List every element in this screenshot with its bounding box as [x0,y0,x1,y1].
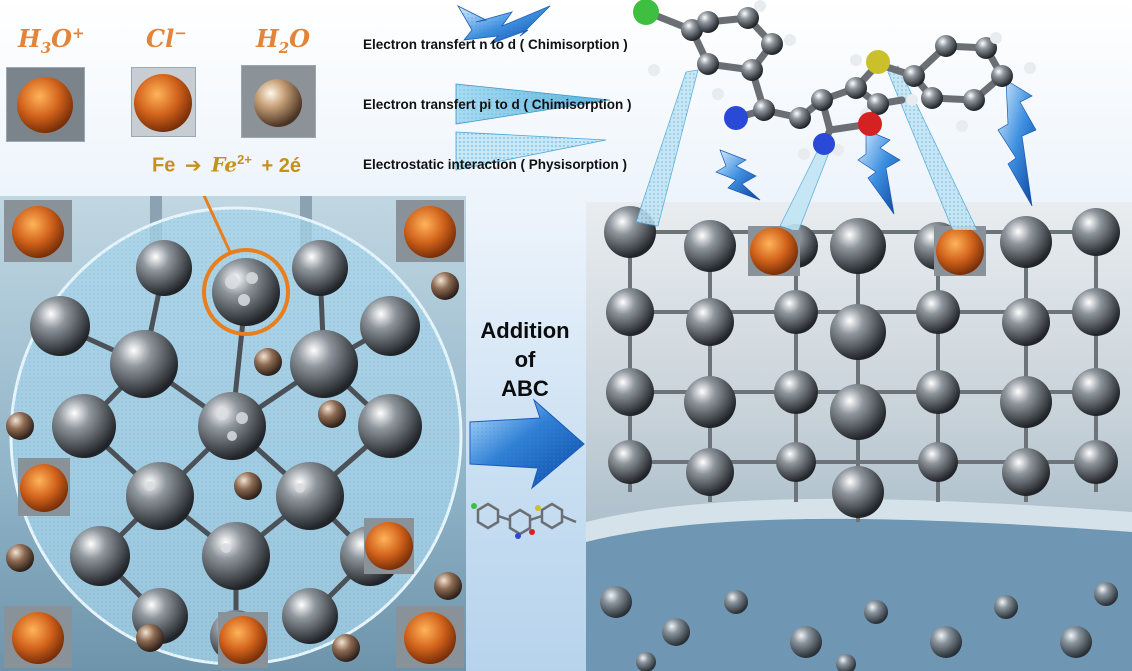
scattered-chloride-ions [4,200,464,668]
chemisorption-bolt-icons [715,79,1037,215]
nitrogen-atom-ring [724,106,748,130]
dotted-wedge-icon [455,131,607,171]
flat-wedge-icon [455,83,611,125]
chloride-label: Cl− [146,24,187,53]
legend-icons [455,5,611,171]
water-label: H2O [256,24,311,57]
chloride-thumbnail [131,67,196,137]
oxidation-equation: Fe ➔ Fe2+ + 2é [152,152,301,177]
lightning-bolt-icon [456,5,551,45]
hydronium-thumbnail [6,67,85,142]
chlorine-atom [633,0,659,25]
legend-pi-to-d: Electron transfert pi to d ( Chimisorpti… [363,97,632,112]
right-arrow-icon [469,398,585,490]
water-thumbnail [241,65,316,138]
electrostatic-wedge-icons [635,65,978,230]
iron-lattice-illustration [4,196,464,668]
reaction-arrow-icon: ➔ [184,154,202,177]
scattered-water-molecules [6,272,462,662]
oxidation-site-ring [202,248,290,336]
inhibitor-molecule-small [471,502,577,539]
legend-electrostatic: Electrostatic interaction ( Physisorptio… [363,157,628,172]
protected-iron-panel [586,202,1132,671]
addition-label: Addition of ABC [480,318,570,401]
nitrogen-atom-amine [813,133,835,155]
legend-n-to-d: Electron transfert n to d ( Chimisorptio… [363,37,628,52]
inhibited-lattice-illustration [586,206,1132,671]
oxygen-atom [858,112,882,136]
adsorbed-chloride-ions [748,226,986,276]
sulfur-atom [866,50,890,74]
inhibitor-molecule [633,0,1037,230]
hydronium-label: H3O+ [18,24,85,57]
corroding-iron-panel [0,196,466,671]
